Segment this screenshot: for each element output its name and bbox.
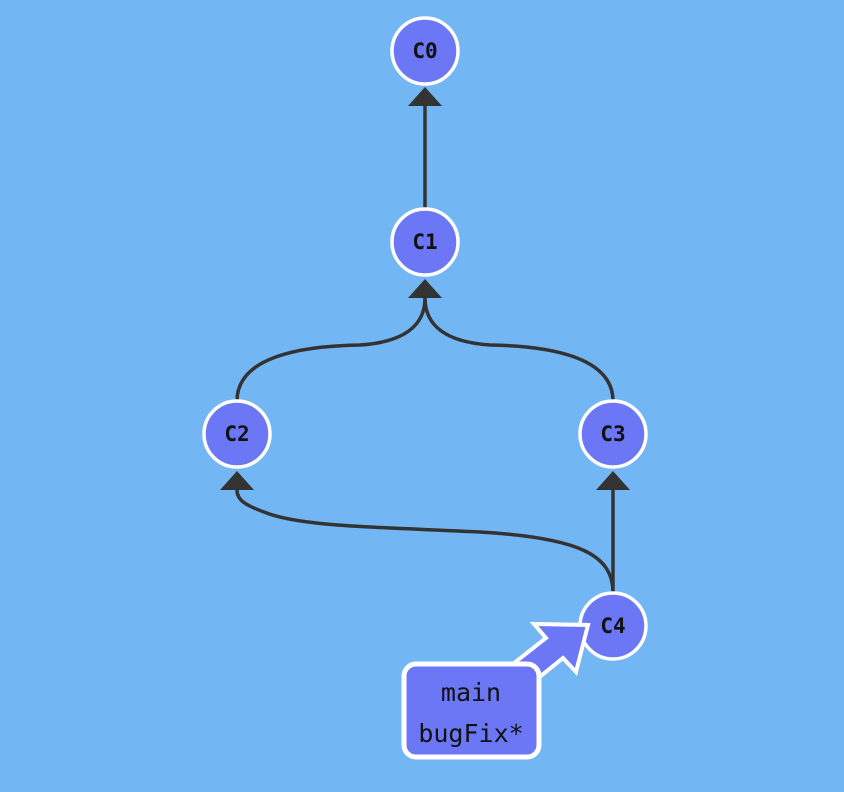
commit-label: C2 bbox=[224, 422, 249, 446]
commit-C3[interactable]: C3 bbox=[578, 399, 648, 469]
ref-label-box bbox=[401, 661, 542, 760]
commit-C1[interactable]: C1 bbox=[390, 207, 460, 277]
arrowhead-c2 bbox=[220, 471, 254, 490]
branch-ref[interactable]: main bugFix* bbox=[401, 621, 591, 760]
edge-c2-c1 bbox=[235, 297, 427, 402]
branch-label-bugfix[interactable]: bugFix* bbox=[418, 719, 523, 748]
commit-label: C4 bbox=[600, 614, 625, 638]
commit-C4[interactable]: C4 bbox=[578, 591, 648, 661]
edge-c3-c1 bbox=[423, 297, 615, 402]
edge-c4-c2 bbox=[235, 489, 615, 594]
commit-C0[interactable]: C0 bbox=[390, 16, 460, 86]
commit-label: C1 bbox=[412, 230, 437, 254]
commit-C2[interactable]: C2 bbox=[202, 399, 272, 469]
edges bbox=[220, 87, 630, 594]
arrowhead-c1 bbox=[408, 279, 442, 298]
commit-label: C3 bbox=[600, 422, 625, 446]
arrowhead-c0 bbox=[408, 87, 442, 106]
arrowhead-c3 bbox=[596, 471, 630, 490]
commit-label: C0 bbox=[412, 39, 437, 63]
branch-label-main[interactable]: main bbox=[441, 678, 501, 707]
